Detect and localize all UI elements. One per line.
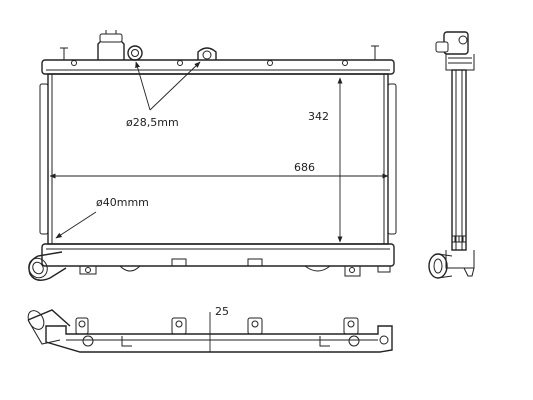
radiator-bottom-view — [27, 309, 393, 353]
hose-diameter-leader — [55, 211, 97, 239]
port-diameter-label: ø28,5mm — [126, 116, 179, 129]
port-diameter-leader — [135, 61, 201, 111]
bottom-tank — [28, 243, 395, 281]
radiator-core — [39, 73, 397, 245]
thickness-label: 25 — [215, 305, 229, 318]
top-tank — [41, 30, 395, 75]
hose-diameter-label: ø40mmm — [96, 196, 149, 209]
radiator-front-view — [28, 30, 397, 281]
height-label: 342 — [308, 110, 329, 123]
radiator-side-view — [428, 31, 475, 279]
width-label: 686 — [294, 161, 315, 174]
